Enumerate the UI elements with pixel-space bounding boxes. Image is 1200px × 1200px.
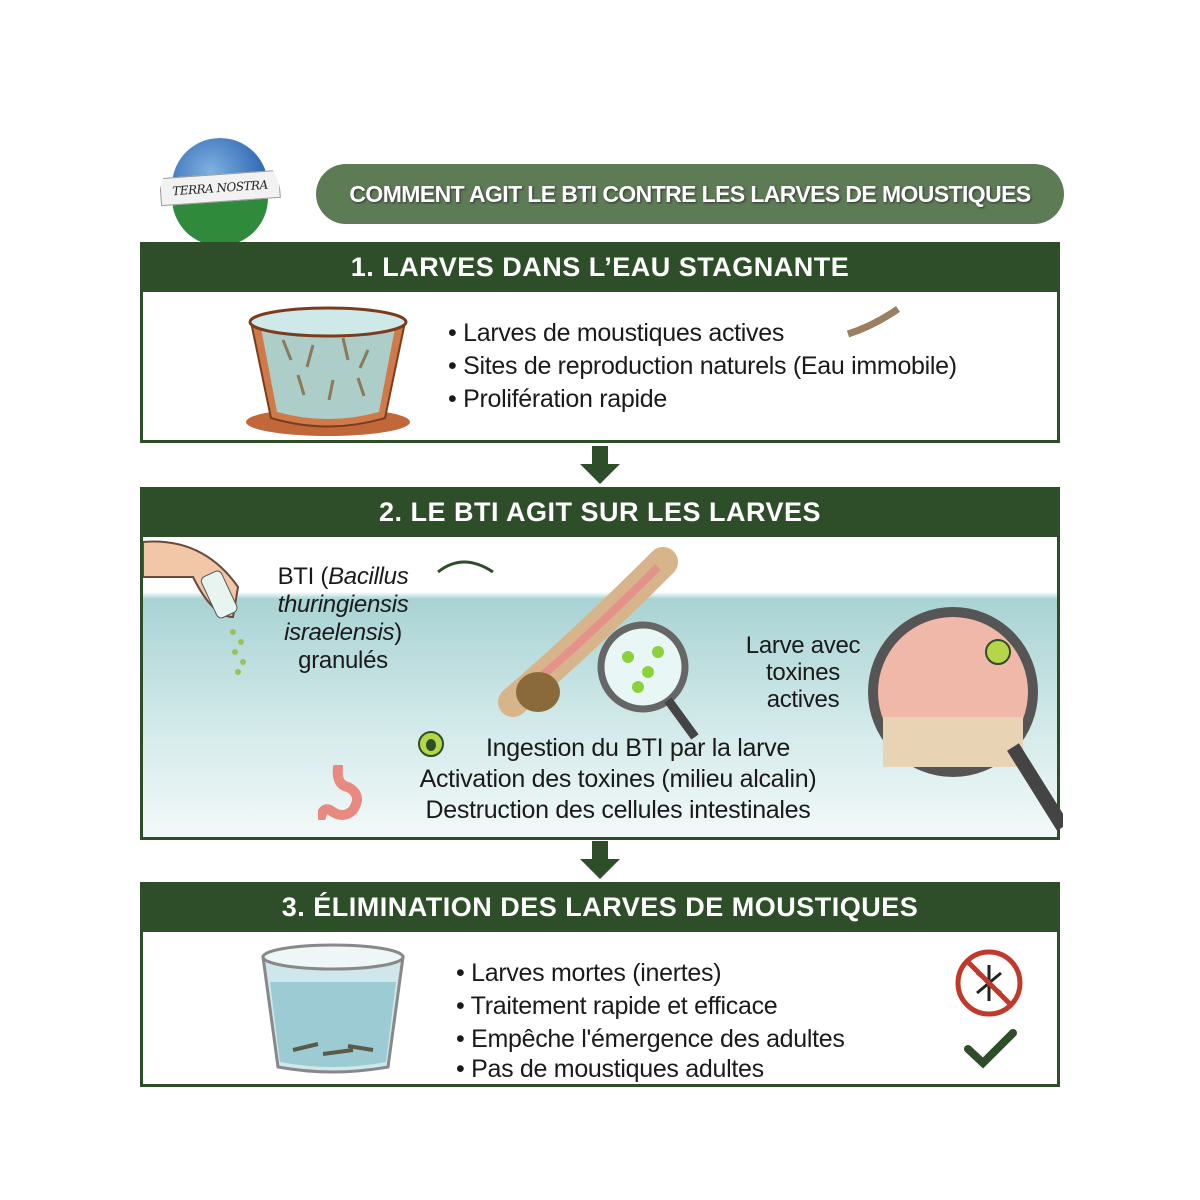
section-1-heading: 1. LARVES DANS L’EAU STAGNANTE	[140, 242, 1060, 292]
bullet: Pas de moustiques adultes	[456, 1056, 845, 1082]
section-2-heading: 2. LE BTI AGIT SUR LES LARVES	[140, 487, 1060, 537]
step-text: Ingestion du BTI par la larve	[486, 734, 790, 762]
stomach-icon	[318, 765, 362, 820]
section-1-body: Larves de moustiques actives Sites de re…	[140, 292, 1060, 443]
step-text: Destruction des cellules intestinales	[425, 796, 811, 824]
israelensis-text: israelensis	[284, 619, 395, 646]
paren-text: )	[394, 619, 402, 646]
bullet: Prolifération rapide	[448, 383, 957, 416]
intestinal-cells-magnifier-illustration	[868, 607, 1063, 831]
bullet: Empêche l'émergence des adultes	[456, 1023, 845, 1056]
bacillus-text: Bacillus	[328, 563, 409, 590]
larva-label-line: Larve avec	[745, 632, 861, 659]
larva-label-line: actives	[766, 686, 840, 713]
larva-label-line: toxines	[766, 659, 840, 686]
hand-pouring-granules-illustration	[143, 540, 246, 675]
bti-label: BTI (Bacillus thuringiensis israelensis)…	[253, 563, 433, 675]
bullet: Larves de moustiques actives	[448, 317, 957, 350]
pot-with-larvae-illustration	[246, 306, 410, 436]
arrow-down-icon	[580, 841, 620, 879]
bullet: Larves mortes (inertes)	[456, 957, 845, 990]
section-1-bullets: Larves de moustiques actives Sites de re…	[448, 317, 957, 416]
section-3-body: Larves mortes (inertes) Traitement rapid…	[140, 932, 1060, 1087]
page-title: COMMENT AGIT LE BTI CONTRE LES LARVES DE…	[316, 164, 1064, 224]
thuringiensis-text: thuringiensis	[277, 591, 409, 618]
larva-label: Larve avec toxines actives	[733, 632, 873, 713]
checkmark-icon	[964, 1029, 1017, 1069]
larva-with-magnifier-illustration	[437, 547, 699, 740]
granules-text: granulés	[298, 647, 388, 674]
section-2-body: BTI (Bacillus thuringiensis israelensis)…	[140, 537, 1063, 840]
bti-text: BTI (	[277, 563, 329, 590]
step-text: Activation des toxines (milieu alcalin)	[419, 765, 817, 793]
bullet: Traitement rapide et efficace	[456, 990, 845, 1023]
section-3-heading: 3. ÉLIMINATION DES LARVES DE MOUSTIQUES	[140, 882, 1060, 932]
bacteria-icon	[418, 731, 444, 757]
bullet: Sites de reproduction naturels (Eau immo…	[448, 350, 957, 383]
larva-icon	[846, 306, 900, 338]
arrow-down-icon	[580, 446, 620, 484]
no-mosquito-icon	[955, 949, 1023, 1017]
bti-steps: Ingestion du BTI par la larve Activation…	[383, 733, 853, 826]
section-3-bullets: Larves mortes (inertes) Traitement rapid…	[456, 957, 845, 1082]
container-dead-larvae-illustration	[261, 943, 405, 1074]
